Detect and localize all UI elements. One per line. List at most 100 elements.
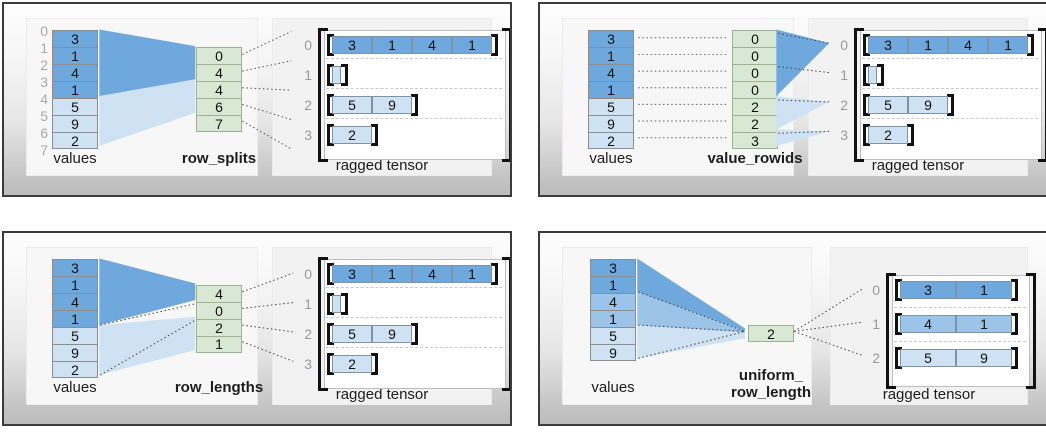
tensor-row-bracket-right	[371, 124, 378, 146]
value-cell: 1	[588, 47, 634, 64]
tensor-row-bracket-left	[327, 124, 334, 146]
tensor-cell: 9	[372, 325, 412, 343]
encoding-cell: 4	[196, 284, 242, 302]
value-index-label: 7	[40, 142, 48, 158]
tensor-empty-cell	[868, 66, 877, 84]
tensor-cell: 4	[948, 36, 988, 54]
tensor-row-label: 3	[304, 356, 312, 372]
tensor-row-separator	[326, 88, 502, 89]
tensor-bracket-left	[318, 28, 328, 162]
tensor-cell: 1	[908, 36, 948, 54]
value-cell: 3	[52, 30, 98, 47]
encoding-cell: 7	[196, 115, 242, 132]
value-index-label: 5	[40, 108, 48, 124]
encoding-cell: 4	[196, 64, 242, 81]
tensor-row-separator	[326, 58, 502, 59]
value-cell: 5	[590, 327, 636, 344]
tensor-cell: 5	[332, 325, 372, 343]
encoding-caption-line1: uniform_	[738, 367, 804, 384]
tensor-row-label: 3	[840, 127, 848, 143]
value-cell: 2	[52, 361, 98, 378]
encoding-cell: 0	[732, 47, 778, 64]
tensor-row-label: 1	[872, 316, 880, 332]
tensor-cell: 3	[900, 281, 956, 299]
tensor-row-bracket-left	[895, 313, 902, 335]
tensor-bracket-right	[502, 28, 510, 162]
encoding-cell: 1	[196, 335, 242, 353]
value-cell: 3	[590, 259, 636, 276]
tensor-cell: 1	[452, 36, 492, 54]
tensor-row-separator	[326, 287, 502, 288]
value-index-label: 0	[40, 23, 48, 39]
tensor-row-label: 0	[872, 282, 880, 298]
encoding-cell: 2	[196, 318, 242, 336]
tensor-row-bracket-right	[411, 323, 418, 345]
value-cell: 9	[52, 115, 98, 132]
tensor-cell: 5	[900, 349, 956, 367]
tensor-row-label: 1	[304, 67, 312, 83]
value-index-label: 6	[40, 125, 48, 141]
encoding-cell: 2	[748, 325, 794, 342]
tensor-row-bracket-right	[1011, 313, 1018, 335]
tensor-bracket-left	[854, 28, 864, 162]
value-cell: 5	[588, 98, 634, 115]
value-index-label: 2	[40, 57, 48, 73]
encoding-cell: 0	[732, 81, 778, 98]
value-cell: 9	[590, 344, 636, 361]
tensor-row-bracket-right	[877, 64, 884, 86]
tensor-row-bracket-left	[895, 347, 902, 369]
tensor-row-label: 2	[304, 97, 312, 113]
tensor-empty-cell	[332, 295, 341, 313]
tensor-row-bracket-right	[371, 353, 378, 375]
values-caption: values	[589, 150, 633, 167]
tensor-row-bracket-left	[895, 279, 902, 301]
encoding-cell: 0	[196, 47, 242, 64]
value-cell: 1	[52, 276, 98, 293]
tensor-row-bracket-left	[863, 34, 870, 56]
tensor-caption: ragged tensor	[335, 157, 429, 174]
tensor-row-label: 2	[304, 326, 312, 342]
tensor-empty-cell	[332, 66, 341, 84]
tensor-row-bracket-right	[947, 94, 954, 116]
value-cell: 5	[52, 327, 98, 344]
encoding-cell: 2	[732, 98, 778, 115]
tensor-row-label: 0	[304, 266, 312, 282]
tensor-row-bracket-left	[327, 64, 334, 86]
tensor-cell: 1	[372, 36, 412, 54]
encoding-cell: 3	[732, 132, 778, 149]
value-cell: 9	[588, 115, 634, 132]
tensor-cell: 3	[868, 36, 908, 54]
tensor-cell: 9	[372, 96, 412, 114]
value-cell: 4	[590, 293, 636, 310]
tensor-row-bracket-right	[907, 124, 914, 146]
tensor-row-bracket-right	[1027, 34, 1034, 56]
encoding-cell: 0	[732, 30, 778, 47]
tensor-bracket-left	[886, 273, 896, 389]
tensor-row-label: 2	[840, 97, 848, 113]
value-cell: 2	[52, 132, 98, 149]
tensor-cell: 4	[900, 315, 956, 333]
value-cell: 1	[590, 310, 636, 327]
tensor-row-bracket-right	[341, 64, 348, 86]
tensor-row-label: 1	[304, 296, 312, 312]
tensor-cell: 1	[372, 265, 412, 283]
tensor-cell: 5	[332, 96, 372, 114]
value-cell: 4	[52, 64, 98, 81]
encoding-caption: row_splits	[181, 150, 257, 167]
tensor-row-bracket-right	[411, 94, 418, 116]
encoding-cell: 0	[732, 64, 778, 81]
tensor-row-bracket-left	[327, 293, 334, 315]
value-cell: 2	[588, 132, 634, 149]
tensor-row-label: 1	[840, 67, 848, 83]
tensor-row-bracket-right	[491, 34, 498, 56]
tensor-caption: ragged tensor	[882, 386, 976, 403]
tensor-row-bracket-right	[491, 263, 498, 285]
tensor-cell: 4	[412, 36, 452, 54]
